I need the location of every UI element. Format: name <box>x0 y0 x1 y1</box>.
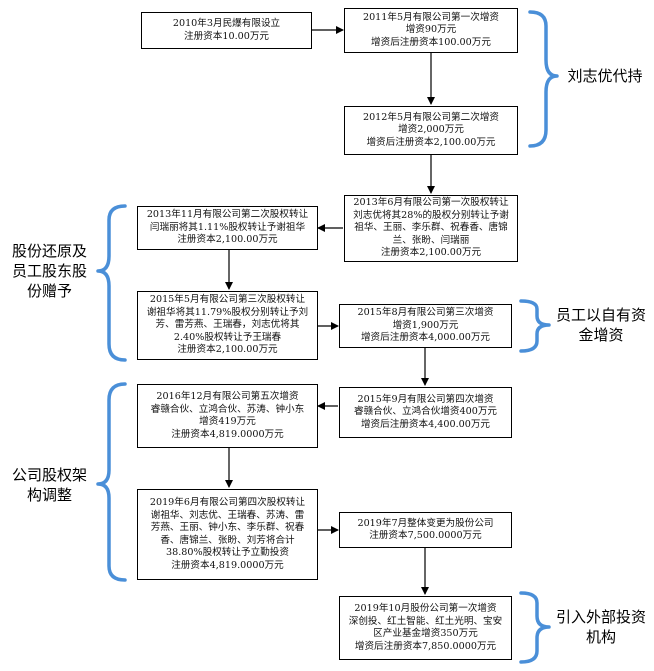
bracket-right-5 <box>519 591 551 664</box>
box-2015-05-equity-transfer: 2015年5月有限公司第三次股权转让谢祖华将其11.79%股权分别转让予刘芳、雷… <box>137 291 318 360</box>
box-2016-12-capital-increase: 2016年12月有限公司第五次增资睿赣合伙、立鸿合伙、苏涛、钟小东增资419万元… <box>137 384 318 448</box>
label-share-restoration: 股份还原及员工股东股份赠予 <box>11 242 87 300</box>
bracket-left-4 <box>96 382 127 582</box>
box-2012-capital-increase: 2012年5月有限公司第二次增资增资2,000万元增资后注册资本2,100.00… <box>344 106 518 155</box>
box-2019-07-joint-stock-conversion: 2019年7月整体变更为股份公司注册资本7,500.0000万元 <box>339 512 512 548</box>
box-2013-06-equity-transfer: 2013年6月有限公司第一次股权转让刘志优将其28%的股权分别转让予谢祖华、王丽… <box>344 195 518 262</box>
label-structure-adjustment: 公司股权架构调整 <box>11 466 87 504</box>
box-2019-10-capital-increase: 2019年10月股份公司第一次增资深创投、红土智能、红土光明、宝安区产业基金增资… <box>339 596 512 660</box>
box-2010-establishment: 2010年3月民爆有限设立注册资本10.00万元 <box>141 12 312 49</box>
box-2011-capital-increase: 2011年5月有限公司第一次增资增资90万元增资后注册资本100.00万元 <box>344 8 518 53</box>
box-2015-09-capital-increase: 2015年9月有限公司第四次增资睿赣合伙、立鸿合伙增资400万元增资后注册资本4… <box>339 387 512 438</box>
box-2013-11-equity-transfer: 2013年11月有限公司第二次股权转让闫瑞丽将其1.11%股权转让予谢祖华注册资… <box>137 206 318 250</box>
bracket-right-3 <box>519 299 551 353</box>
box-2019-06-equity-transfer: 2019年6月有限公司第四次股权转让谢祖华、刘志优、王瑞春、苏涛、雷芳燕、王丽、… <box>137 489 318 580</box>
label-employee-self-funded: 员工以自有资金增资 <box>555 306 646 344</box>
bracket-left-2 <box>96 204 127 362</box>
bracket-right-1 <box>528 10 559 148</box>
label-nominee-holding: 刘志优代持 <box>567 67 643 85</box>
label-external-investors: 引入外部投资机构 <box>555 608 646 646</box>
box-2015-08-capital-increase: 2015年8月有限公司第三次增资增资1,900万元增资后注册资本4,000.00… <box>339 304 512 348</box>
